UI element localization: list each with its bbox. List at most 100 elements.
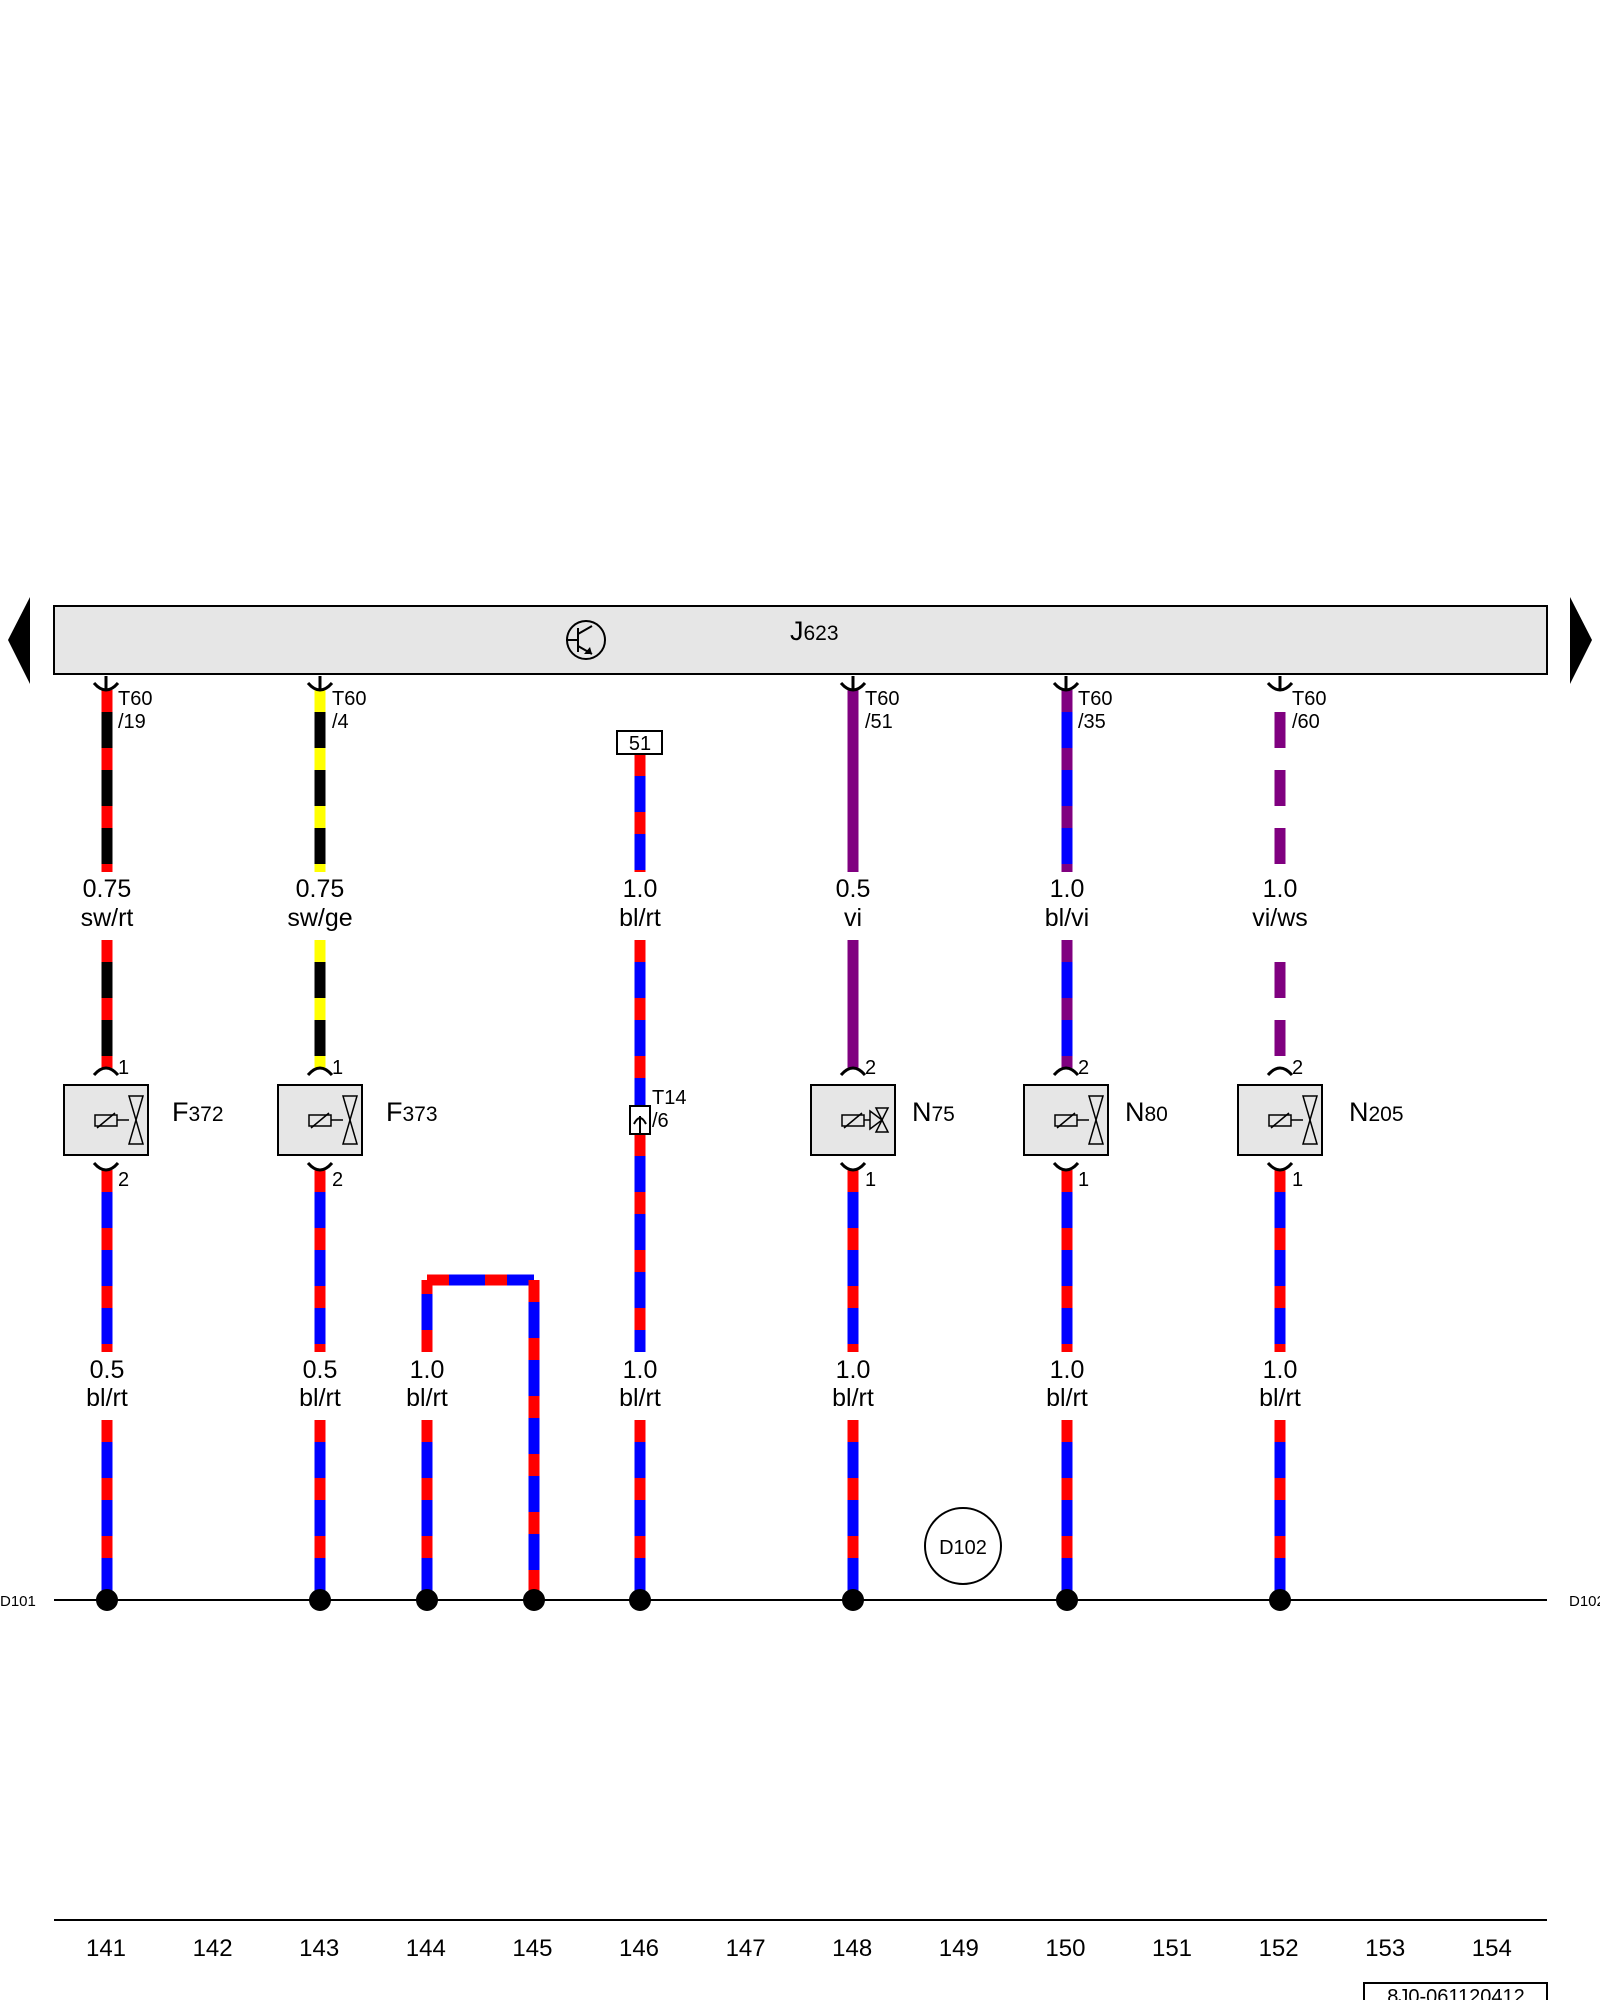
component-f372: 1 2 F372 — [63, 1057, 224, 1191]
connector-cup-148 — [839, 676, 867, 692]
next-page-arrow[interactable] — [1570, 597, 1592, 684]
column-number: 144 — [406, 1935, 446, 1962]
connector-pin-143: /4 — [332, 711, 349, 733]
junction-dot — [1269, 1589, 1291, 1611]
bottom-wire-size-148: 1.0 — [836, 1356, 871, 1384]
junction-dot — [523, 1589, 545, 1611]
component-label: F372 — [172, 1097, 224, 1127]
wire-size-150: 1.0 — [1050, 875, 1085, 903]
column-number: 145 — [512, 1935, 552, 1962]
document-number-box: 8J0-061120412 — [1363, 1982, 1548, 2000]
junction-dot — [842, 1589, 864, 1611]
control-unit-label: J623 — [790, 616, 839, 646]
junction-dot — [309, 1589, 331, 1611]
ground-point-marker: D102 — [924, 1507, 1002, 1585]
wire-layer — [101, 690, 1286, 1600]
connector-label-143: T60 — [332, 688, 366, 710]
component-label: N205 — [1349, 1097, 1404, 1127]
component-label: F373 — [386, 1097, 438, 1127]
bottom-wire-size-152: 1.0 — [1263, 1356, 1298, 1384]
bottom-wire-size-141: 0.5 — [90, 1356, 125, 1384]
column-number: 151 — [1152, 1935, 1192, 1962]
connector-label-141: T60 — [118, 688, 152, 710]
component-pin-bottom: 2 — [332, 1169, 343, 1191]
control-unit-housing — [53, 605, 1548, 675]
bottom-wire-size-146: 1.0 — [623, 1356, 658, 1384]
bottom-wire-size-144: 1.0 — [410, 1356, 445, 1384]
component-pin-top: 2 — [1078, 1057, 1089, 1079]
bottom-wire-color-144: bl/rt — [406, 1384, 448, 1412]
previous-page-arrow[interactable] — [8, 597, 30, 684]
component-f373: 1 2 F373 — [277, 1057, 438, 1191]
connector-label-152: T60 — [1292, 688, 1326, 710]
bottom-wire-color-143: bl/rt — [299, 1384, 341, 1412]
component-pin-bottom: 1 — [1078, 1169, 1089, 1191]
valve-icon — [308, 1095, 358, 1145]
wire-size-143: 0.75 — [296, 875, 345, 903]
component-pin-bottom: 2 — [118, 1169, 129, 1191]
wire-size-152: 1.0 — [1263, 875, 1298, 903]
connector-cup-141 — [92, 676, 120, 692]
column-number: 143 — [299, 1935, 339, 1962]
column-number: 150 — [1045, 1935, 1085, 1962]
component-pin-top: 2 — [865, 1057, 876, 1079]
svg-text:51: 51 — [629, 733, 651, 755]
wire-color-152: vi/ws — [1252, 904, 1308, 932]
junction-dot — [96, 1589, 118, 1611]
component-label: N75 — [912, 1097, 955, 1127]
connector-pin-148: /51 — [865, 711, 893, 733]
svg-text:T14: T14 — [652, 1087, 686, 1109]
bus-label-right: D102 — [1569, 1593, 1600, 1610]
inline-connector-t14: T14 /6 — [629, 1087, 686, 1135]
component-pin-top: 1 — [332, 1057, 343, 1079]
connector-label-148: T60 — [865, 688, 899, 710]
connector-pin-152: /60 — [1292, 711, 1320, 733]
wire-color-141: sw/rt — [81, 904, 134, 932]
component-pin-bottom: 1 — [1292, 1169, 1303, 1191]
junction-dot — [1056, 1589, 1078, 1611]
component-n75: 2 1 N75 — [810, 1057, 955, 1191]
junction-dot — [629, 1589, 651, 1611]
column-number: 141 — [86, 1935, 126, 1962]
component-pin-bottom: 1 — [865, 1169, 876, 1191]
connector-cup-150 — [1052, 676, 1080, 692]
connector-label-150: T60 — [1078, 688, 1112, 710]
bottom-wire-size-143: 0.5 — [303, 1356, 338, 1384]
valve-icon — [841, 1107, 890, 1133]
column-number: 152 — [1259, 1935, 1299, 1962]
bottom-wire-color-152: bl/rt — [1259, 1384, 1301, 1412]
valve-icon — [94, 1095, 144, 1145]
junction-dots — [96, 1589, 1291, 1611]
wire-color-146: bl/rt — [619, 904, 661, 932]
bus-label-left: D101 — [0, 1593, 36, 1610]
valve-icon — [1054, 1095, 1104, 1145]
wire-color-143: sw/ge — [287, 904, 352, 932]
component-pin-top: 2 — [1292, 1057, 1303, 1079]
bottom-wire-size-150: 1.0 — [1050, 1356, 1085, 1384]
valve-icon — [1268, 1095, 1318, 1145]
column-number: 142 — [193, 1935, 233, 1962]
connector-pin-150: /35 — [1078, 711, 1106, 733]
column-number: 154 — [1472, 1935, 1512, 1962]
bottom-wire-color-141: bl/rt — [86, 1384, 128, 1412]
svg-text:D102: D102 — [939, 1537, 987, 1559]
splice-box: 51 — [616, 730, 663, 755]
wire-color-148: vi — [844, 904, 862, 932]
column-number: 147 — [726, 1935, 766, 1962]
component-n80: 2 1 N80 — [1023, 1057, 1168, 1191]
column-number: 149 — [939, 1935, 979, 1962]
bottom-wire-color-146: bl/rt — [619, 1384, 661, 1412]
transistor-icon — [566, 620, 606, 660]
connector-cup-152 — [1266, 676, 1294, 692]
junction-dot — [416, 1589, 438, 1611]
connector-pin-141: /19 — [118, 711, 146, 733]
wire-color-150: bl/vi — [1045, 904, 1089, 932]
bottom-wire-color-148: bl/rt — [832, 1384, 874, 1412]
component-pin-top: 1 — [118, 1057, 129, 1079]
svg-text:/6: /6 — [652, 1110, 669, 1132]
component-n205: 2 1 N205 — [1237, 1057, 1404, 1191]
column-number: 146 — [619, 1935, 659, 1962]
column-number: 148 — [832, 1935, 872, 1962]
